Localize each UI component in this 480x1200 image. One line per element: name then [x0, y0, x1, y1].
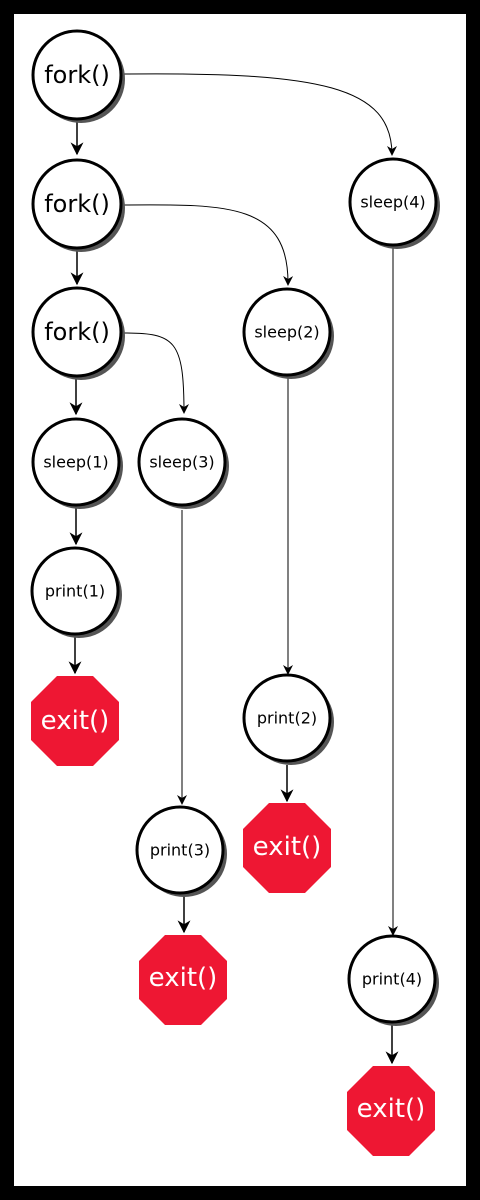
node-label: print(2) — [257, 709, 317, 728]
edges — [68, 73, 399, 1065]
node-label: fork() — [44, 61, 110, 89]
exit-label: exit() — [357, 1094, 426, 1124]
exit-label: exit() — [149, 963, 218, 993]
node-sleep-1: sleep(1) — [31, 417, 123, 509]
node-fork-3: fork() — [31, 286, 125, 380]
node-print-4: print(4) — [347, 934, 439, 1026]
node-sleep-3: sleep(3) — [137, 417, 229, 509]
exit-label: exit() — [41, 706, 110, 736]
node-label: sleep(4) — [360, 193, 425, 212]
exit-octagon-icon — [347, 1066, 435, 1156]
node-label: print(4) — [362, 970, 422, 989]
node-circle — [242, 287, 332, 377]
node-label: print(3) — [150, 841, 210, 860]
node-exit-4: exit() — [347, 1066, 435, 1156]
node-exit-3: exit() — [139, 935, 227, 1025]
node-label: sleep(3) — [149, 453, 214, 472]
node-circle — [31, 286, 123, 378]
node-fork-1: fork() — [31, 29, 125, 123]
node-circle — [135, 805, 225, 895]
node-print-1: print(1) — [30, 546, 122, 638]
node-circle — [31, 29, 123, 121]
node-print-2: print(2) — [242, 673, 334, 765]
node-label: fork() — [44, 318, 110, 346]
node-sleep-4: sleep(4) — [348, 157, 440, 249]
edge-fork2-sleep2 — [123, 204, 294, 286]
node-circle — [348, 157, 438, 247]
node-circle — [242, 673, 332, 763]
edge-fork3-sleep3 — [123, 332, 189, 414]
node-circle — [31, 158, 123, 250]
exit-label: exit() — [253, 832, 322, 862]
exit-octagon-icon — [243, 803, 331, 893]
exit-octagon-icon — [31, 676, 119, 766]
node-circle — [137, 417, 227, 507]
node-exit-1: exit() — [31, 676, 119, 766]
node-label: sleep(1) — [43, 453, 108, 472]
node-print-3: print(3) — [135, 805, 227, 897]
node-sleep-2: sleep(2) — [242, 287, 334, 379]
node-exit-2: exit() — [243, 803, 331, 893]
exit-octagon-icon — [139, 935, 227, 1025]
node-label: sleep(2) — [254, 323, 319, 342]
node-circle — [31, 417, 121, 507]
node-circle — [347, 934, 437, 1024]
node-label: fork() — [44, 190, 110, 218]
node-label: print(1) — [45, 582, 105, 601]
edge-fork1-sleep4 — [123, 73, 397, 156]
node-fork-2: fork() — [31, 158, 125, 252]
node-circle — [30, 546, 120, 636]
